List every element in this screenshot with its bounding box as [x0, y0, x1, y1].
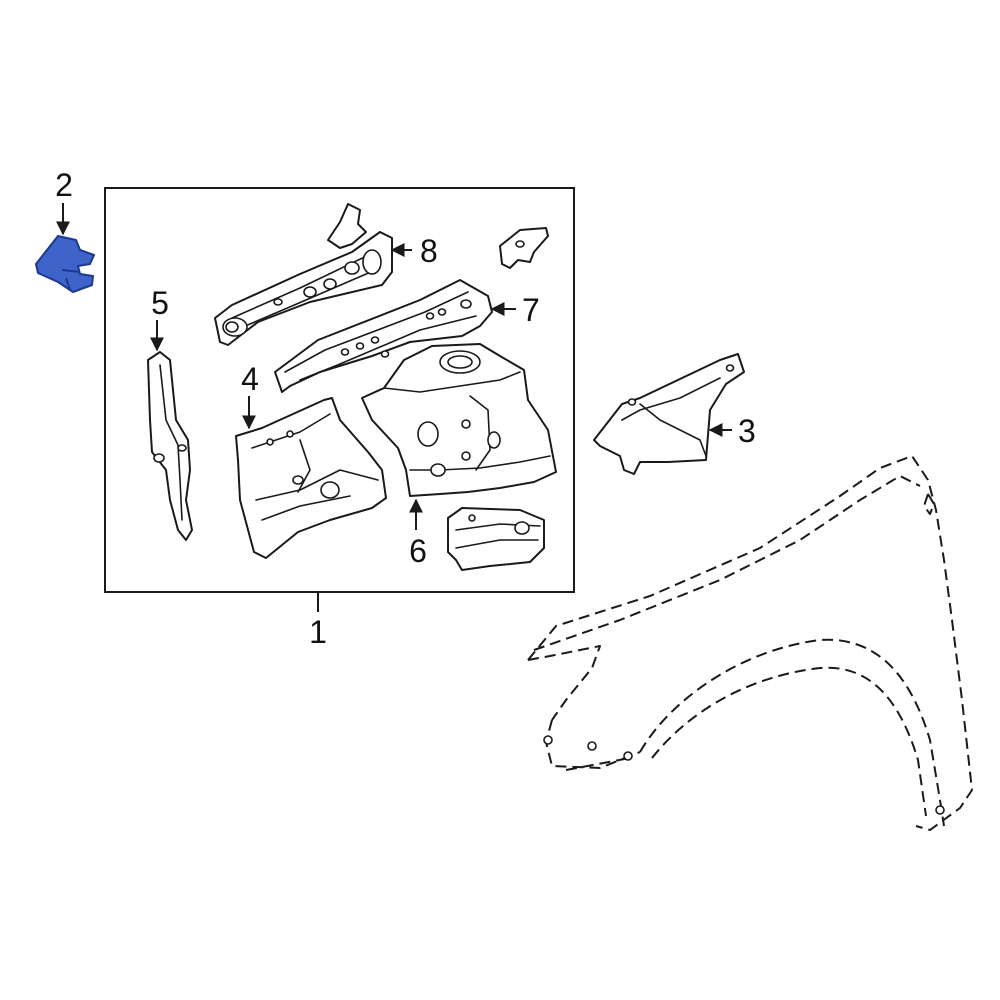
part-3-liner[interactable]	[593, 353, 745, 475]
callout-5[interactable]: 5	[151, 285, 169, 321]
part-7-lower-rail[interactable]	[274, 279, 493, 393]
callout-7[interactable]: 7	[522, 292, 540, 328]
callout-1[interactable]: 1	[309, 614, 327, 650]
part-2-clip[interactable]	[35, 235, 95, 293]
callout-3[interactable]: 3	[738, 413, 756, 449]
callout-4[interactable]: 4	[241, 361, 259, 397]
callout-6[interactable]: 6	[409, 533, 427, 569]
callout-2[interactable]: 2	[55, 167, 73, 203]
part-5-pillar[interactable]	[147, 351, 193, 541]
part-4-apron[interactable]	[235, 397, 387, 559]
reinforcement-bracket[interactable]	[447, 507, 545, 571]
part-8-upper-rail[interactable]	[214, 203, 393, 346]
assembly-group-box	[104, 187, 575, 593]
part-6-strut-tower[interactable]	[361, 343, 557, 497]
callout-8[interactable]: 8	[420, 233, 438, 269]
fender-ghost-outline	[527, 455, 973, 831]
small-bracket[interactable]	[499, 227, 549, 269]
